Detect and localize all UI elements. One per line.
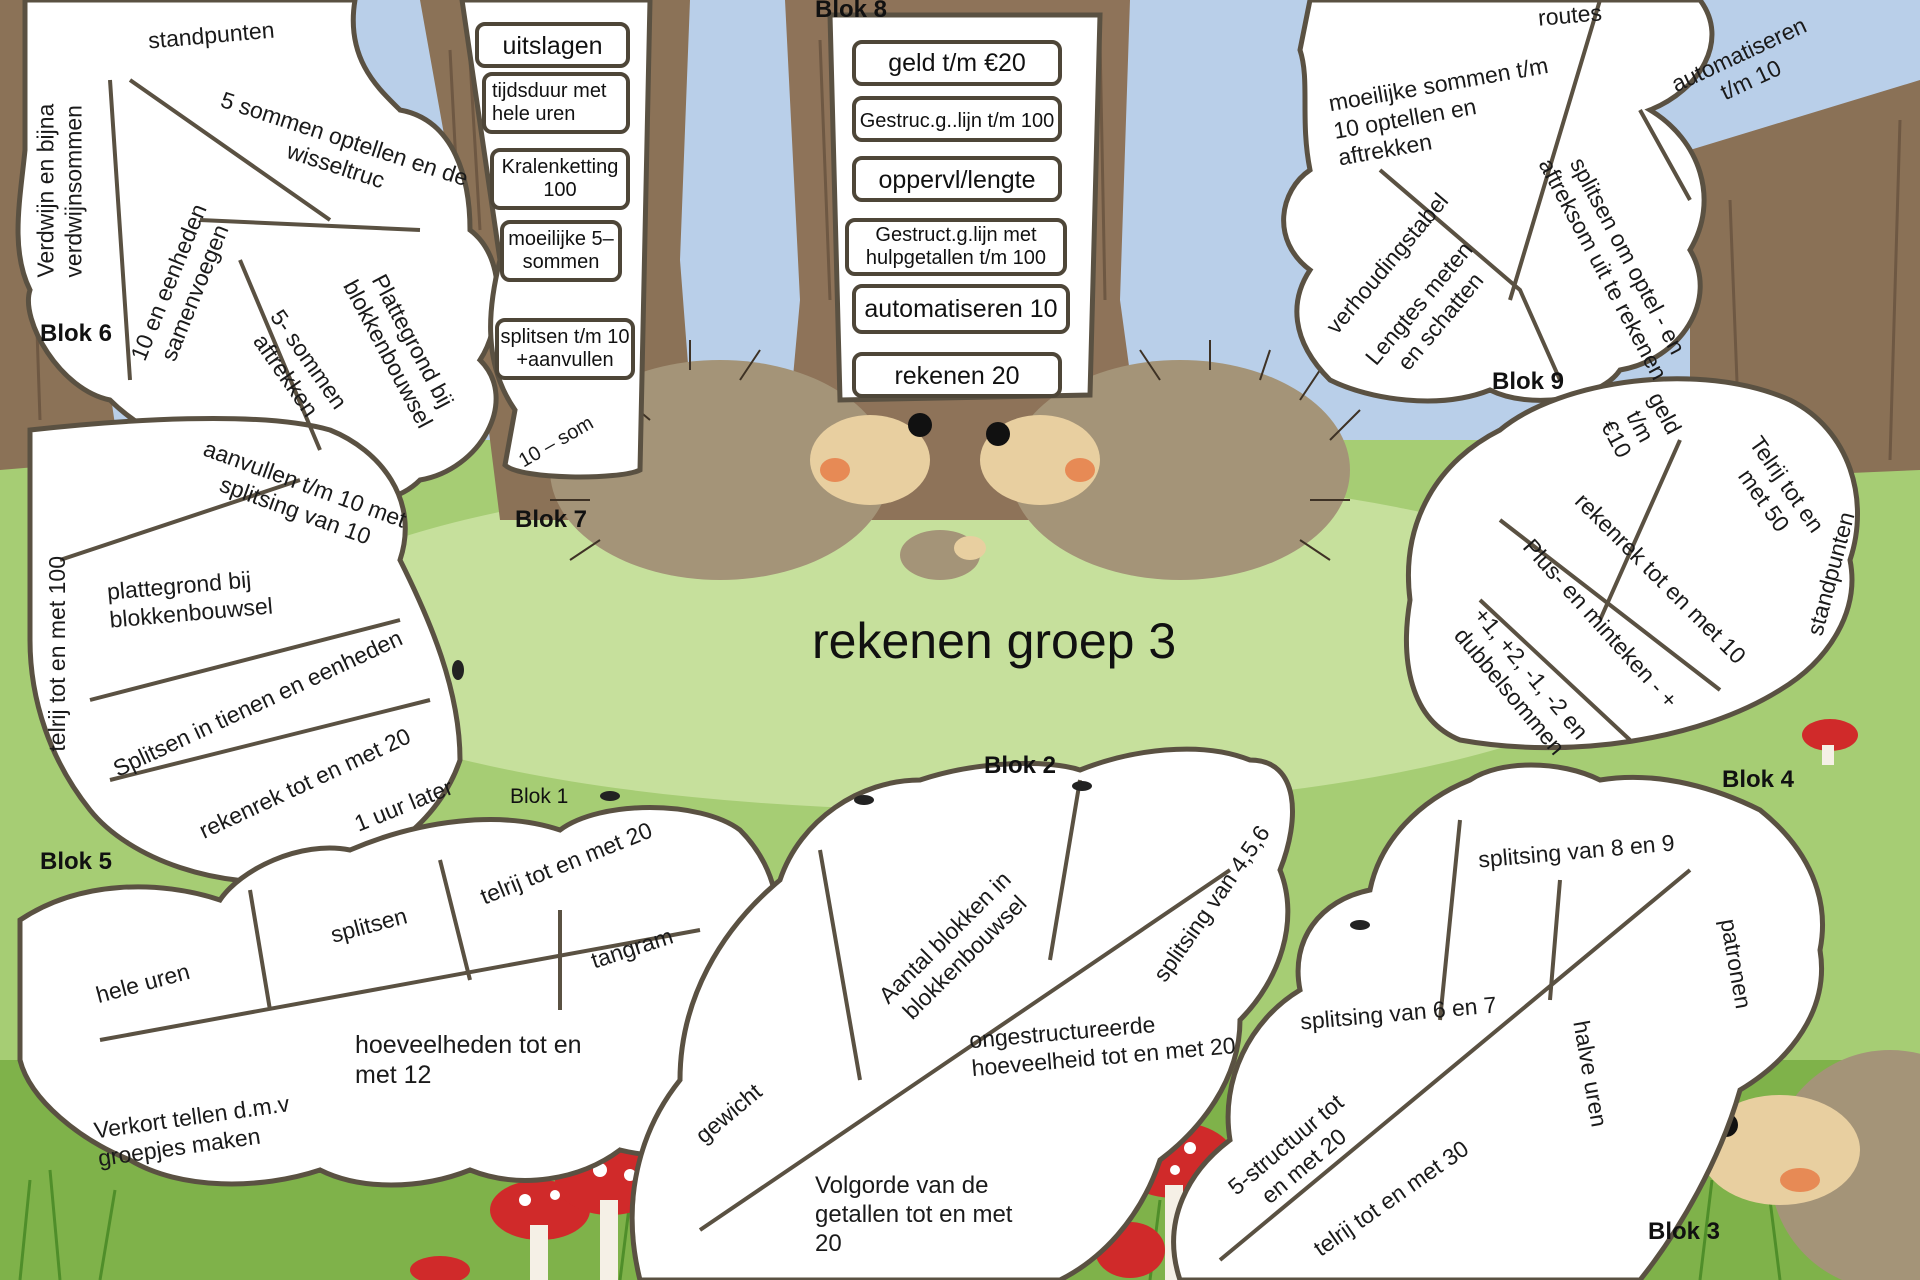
- topic-hoeveelheden-12: hoeveelheden tot en met 12: [355, 1031, 582, 1089]
- card-automatiseren-10: automatiseren 10: [852, 284, 1070, 334]
- topic-volgorde-getallen: Volgorde van de getallen tot en met 20: [815, 1172, 1013, 1257]
- block-label-4: Blok 4: [1722, 766, 1795, 793]
- hedgehog-baby: [900, 530, 986, 580]
- ants: [452, 660, 1370, 930]
- hedgehog-corner: [1700, 1050, 1920, 1280]
- card-splitsen-aanvullen: splitsen t/m 10 +aanvullen: [495, 318, 635, 380]
- card-rekenen-20: rekenen 20: [852, 352, 1062, 398]
- block-label-3: Blok 3: [1648, 1218, 1721, 1245]
- topic-telrij-100: telrij tot en met 100: [44, 555, 71, 752]
- page-title: rekenen groep 3: [812, 613, 1177, 669]
- card-moeilijke-5-sommen: moeilijke 5–sommen: [500, 220, 622, 282]
- leaf-veins: [59, 0, 1722, 1262]
- block-label-7: Blok 7: [515, 506, 588, 533]
- block-label-1: Blok 1: [510, 785, 569, 808]
- block-label-2: Blok 2: [984, 752, 1057, 779]
- block-label-6: Blok 6: [40, 320, 113, 347]
- topic-verdwijnsommen: Verdwijn en bijna verdwijnsommen: [32, 103, 86, 278]
- card-uitslagen: uitslagen: [475, 22, 630, 68]
- card-gestruct-hulpgetallen: Gestruct.g.lijn met hulpgetallen t/m 100: [845, 218, 1067, 276]
- block-label-9: Blok 9: [1492, 368, 1565, 395]
- card-geld-20: geld t/m €20: [852, 40, 1062, 86]
- tree-right: [1690, 80, 1920, 480]
- block-label-8: Blok 8: [815, 0, 888, 23]
- block-label-5: Blok 5: [40, 848, 113, 875]
- card-gestruc-lijn-100: Gestruc.g..lijn t/m 100: [852, 96, 1062, 142]
- topic-routes: routes: [1536, 0, 1603, 31]
- card-tijdsduur: tijdsduur met hele uren: [482, 72, 630, 134]
- hedgehog-right: [980, 340, 1361, 580]
- card-oppervl-lengte: oppervl/lengte: [852, 156, 1062, 202]
- card-kralenketting: Kralenketting 100: [490, 148, 630, 210]
